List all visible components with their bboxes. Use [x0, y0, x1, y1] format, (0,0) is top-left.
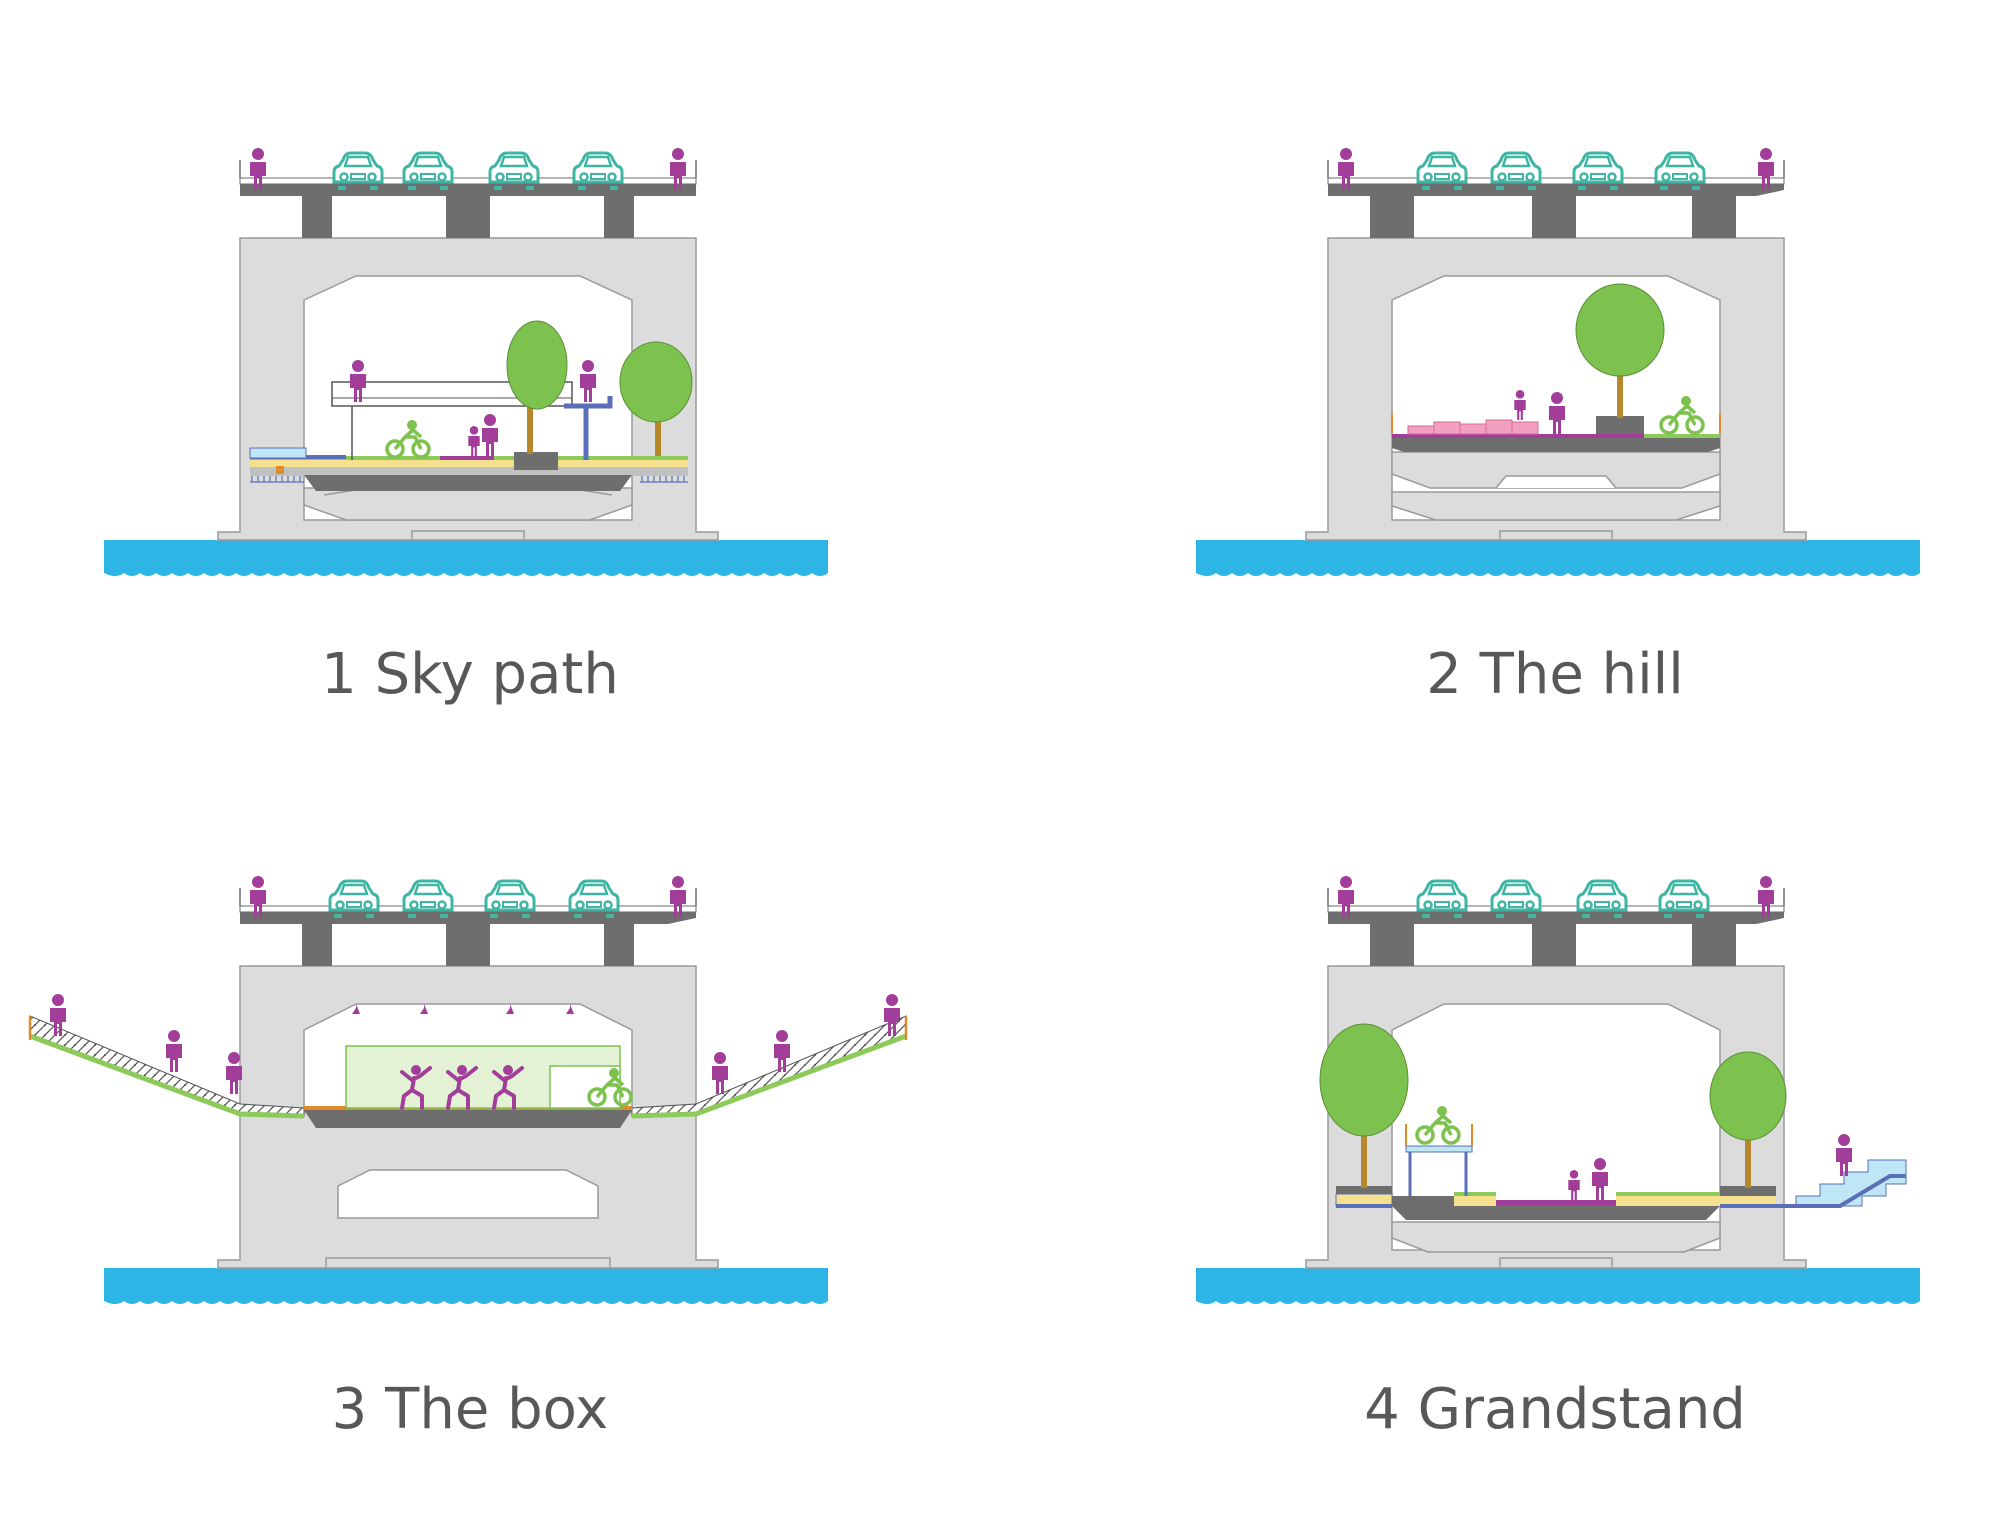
tree-icon — [1319, 1023, 1409, 1137]
water — [104, 540, 828, 576]
panel-the-box: 3 The box — [28, 876, 908, 1442]
spotlight-icon — [352, 1004, 360, 1014]
water — [1196, 540, 1920, 576]
caption-1: 1 Sky path — [321, 642, 619, 707]
person-icon — [166, 1030, 182, 1072]
tree-icon — [619, 341, 693, 423]
tree-icon — [1709, 1051, 1787, 1141]
panel-grandstand: 4 Grandstand — [1196, 876, 1920, 1442]
caption-4: 4 Grandstand — [1364, 1377, 1746, 1442]
tree-icon — [1575, 283, 1665, 377]
person-icon — [1836, 1134, 1852, 1176]
grandstand-stairs — [1776, 1159, 1907, 1207]
caption-3: 3 The box — [332, 1377, 609, 1442]
person-icon — [712, 1052, 728, 1094]
water — [104, 1268, 828, 1304]
spotlight-icon — [566, 1004, 574, 1014]
panel-the-hill: 2 The hill — [1196, 148, 1920, 707]
water — [1196, 1268, 1920, 1304]
tree-icon — [506, 320, 568, 410]
spotlight-icon — [506, 1004, 514, 1014]
caption-2: 2 The hill — [1426, 642, 1684, 707]
spotlight-icon — [420, 1004, 428, 1014]
panel-sky-path: 1 Sky path — [104, 148, 828, 707]
